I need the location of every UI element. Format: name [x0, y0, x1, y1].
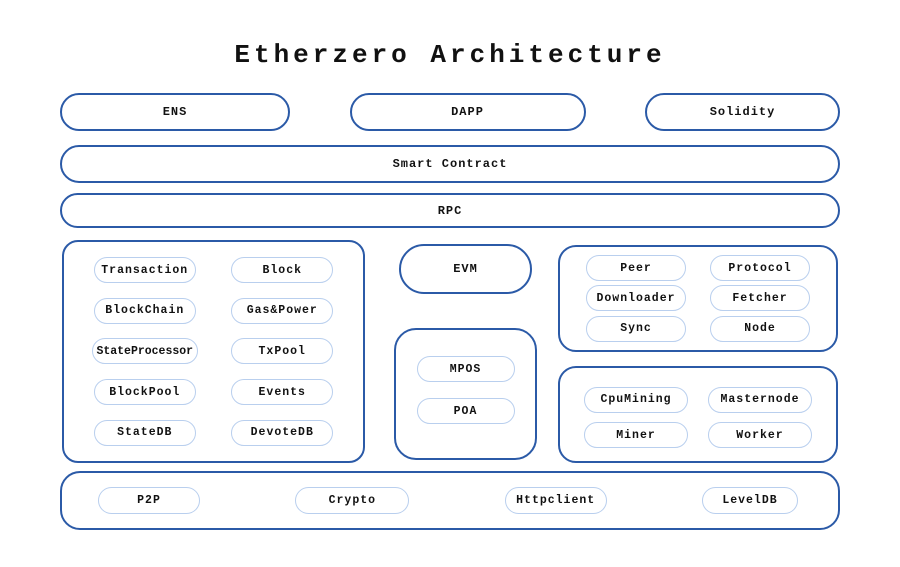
node-events: Events	[231, 379, 334, 406]
node-node: Node	[710, 315, 810, 342]
node-blockpool: BlockPool	[93, 379, 196, 406]
node-statedb: StateDB	[93, 419, 196, 446]
node-transaction: Transaction	[93, 257, 196, 284]
group-base: P2P Crypto Httpclient LevelDB	[60, 471, 840, 530]
node-gas-power: Gas&Power	[231, 297, 334, 324]
node-sync: Sync	[586, 315, 686, 342]
node-solidity: Solidity	[645, 93, 840, 131]
group-consensus: MPOS POA	[394, 328, 537, 460]
node-masternode: Masternode	[708, 386, 812, 413]
node-dapp: DAPP	[349, 93, 586, 131]
node-p2p: P2P	[98, 487, 200, 514]
group-mining: CpuMining Masternode Miner Worker	[558, 366, 838, 463]
node-poa: POA	[416, 398, 515, 424]
node-stateprocessor: StateProcessor	[91, 338, 198, 365]
node-protocol: Protocol	[710, 255, 810, 282]
node-leveldb: LevelDB	[701, 487, 798, 514]
node-downloader: Downloader	[586, 285, 686, 312]
page-title: Etherzero Architecture	[234, 40, 666, 70]
node-fetcher: Fetcher	[710, 285, 810, 312]
node-cpumining: CpuMining	[584, 386, 688, 413]
node-txpool: TxPool	[231, 338, 334, 365]
node-evm: EVM	[399, 244, 532, 294]
node-worker: Worker	[708, 422, 812, 449]
node-ens: ENS	[60, 93, 290, 131]
node-rpc: RPC	[60, 193, 840, 228]
top-layer-row: ENS DAPP Solidity	[60, 93, 840, 131]
group-core: Transaction Block BlockChain Gas&Power S…	[62, 240, 365, 463]
node-devotedb: DevoteDB	[231, 419, 334, 446]
node-miner: Miner	[584, 422, 688, 449]
node-mpos: MPOS	[416, 356, 515, 382]
node-peer: Peer	[586, 255, 686, 282]
group-network: Peer Protocol Downloader Fetcher Sync No…	[558, 245, 838, 352]
node-smart-contract: Smart Contract	[60, 145, 840, 183]
node-block: Block	[231, 257, 334, 284]
node-crypto: Crypto	[295, 487, 410, 514]
node-httpclient: Httpclient	[504, 487, 607, 514]
node-blockchain: BlockChain	[93, 297, 196, 324]
